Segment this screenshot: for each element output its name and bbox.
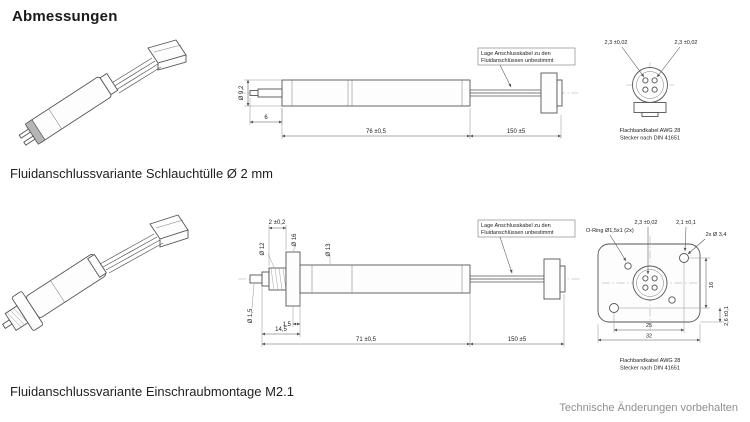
dim-nozzle-dia: Ø 1,5 bbox=[248, 308, 254, 323]
connector-note-line2: Stecker nach DIN 41651 bbox=[620, 366, 680, 372]
footer-note: Technische Änderungen vorbehalten bbox=[559, 402, 738, 414]
caption-schlauchtuelle: Fluidanschlussvariante Schlauchtülle Ø 2… bbox=[10, 166, 274, 181]
flange bbox=[285, 251, 301, 307]
dim-body-dia: Ø 9,2 bbox=[239, 85, 245, 100]
cable-annotation-line1: Lage Anschlusskabel zu den bbox=[481, 51, 551, 57]
ribbon-cable-iso bbox=[99, 233, 164, 274]
dim-thread-dia: Ø 12 bbox=[260, 242, 266, 256]
pin bbox=[651, 275, 658, 282]
dim-pin-pitch-right: 2,3 ±0,02 bbox=[675, 40, 698, 46]
pin bbox=[642, 77, 649, 84]
mounting-hole bbox=[609, 303, 619, 313]
dim-body-length: 71 ±0,5 bbox=[356, 337, 377, 343]
pin bbox=[651, 284, 658, 291]
oring-port bbox=[668, 296, 676, 304]
ribbon-cable-side bbox=[470, 89, 541, 97]
cylinder-iso bbox=[1, 253, 107, 331]
page-title: Abmessungen bbox=[12, 8, 118, 25]
ribbon-cable-side bbox=[470, 275, 544, 283]
connector-note-line1: Flachbandkabel AWG 28 bbox=[620, 128, 681, 134]
caption-einschraubmontage: Fluidanschlussvariante Einschraubmontage… bbox=[10, 384, 294, 399]
cable-annotation-box bbox=[477, 47, 576, 66]
dim-front-length: 14,5 bbox=[275, 327, 287, 333]
hose-nozzle bbox=[257, 88, 283, 98]
connector-note-line1: Flachbandkabel AWG 28 bbox=[620, 358, 681, 364]
dim-edge-distance: 2,6 ±0,1 bbox=[724, 306, 730, 326]
hole-label: 2x Ø 3,4 bbox=[706, 232, 727, 238]
drawing-einschraubmontage: 2 ±0,2 Ø 12 Ø 16 Ø 13 Ø 1,5 1,5 14,5 71 … bbox=[1, 214, 730, 372]
end-view-connector: 2,3 ±0,02 2,3 ±0,02 Flachbandkabel AWG 2… bbox=[605, 40, 698, 142]
iso-view-schlauchtuelle bbox=[18, 39, 187, 146]
mounting-hole bbox=[679, 253, 689, 263]
dim-nozzle-length: 6 bbox=[264, 115, 268, 121]
pin bbox=[642, 275, 649, 282]
pin bbox=[642, 284, 649, 291]
side-view-schlauchtuelle: Ø 9,2 6 76 ±0,5 150 ±5 Lage Anschlusskab… bbox=[238, 47, 578, 139]
cable-connector bbox=[543, 258, 561, 300]
connector-shroud bbox=[632, 265, 668, 301]
dim-body-dia: Ø 13 bbox=[326, 243, 332, 257]
dim-plate-width: 32 bbox=[646, 334, 652, 340]
nozzle bbox=[249, 274, 263, 284]
dim-cable-length: 150 ±5 bbox=[507, 129, 526, 135]
body-outline bbox=[281, 79, 471, 107]
dim-flange-dia: Ø 16 bbox=[292, 233, 298, 247]
dim-flange-thickness: 1,5 bbox=[283, 322, 292, 328]
dim-pin-pitch-left: 2,3 ±0,02 bbox=[605, 40, 628, 46]
dim-oring-groove: 2 ±0,2 bbox=[269, 220, 286, 226]
pin bbox=[651, 86, 658, 93]
body-outline bbox=[299, 264, 471, 294]
drawing-schlauchtuelle: Ø 9,2 6 76 ±0,5 150 ±5 Lage Anschlusskab… bbox=[18, 39, 698, 146]
cable-annotation-line2: Fluidanschlüssen unbestimmt bbox=[481, 58, 554, 64]
cylinder-iso bbox=[18, 72, 119, 146]
ribbon-cable-iso bbox=[109, 57, 162, 94]
cable-annotation-line2: Fluidanschlüssen unbestimmt bbox=[481, 230, 554, 236]
dim-pin-pitch: 2,3 ±0,02 bbox=[635, 220, 658, 226]
dim-hole-spacing-v: 16 bbox=[709, 282, 715, 288]
dim-pin-pitch-2: 2,1 ±0,1 bbox=[676, 220, 696, 226]
pin bbox=[642, 86, 649, 93]
iso-view-einschraub bbox=[1, 214, 189, 331]
side-view-einschraub: 2 ±0,2 Ø 12 Ø 16 Ø 13 Ø 1,5 1,5 14,5 71 … bbox=[238, 219, 582, 347]
dim-body-length: 76 ±0,5 bbox=[366, 129, 387, 135]
end-view-flange: O-Ring Ø1,5x1 (2x) 2,3 ±0,02 2,1 ±0,1 2x… bbox=[586, 220, 730, 372]
cable-annotation-box bbox=[477, 219, 576, 238]
cable-annotation-line1: Lage Anschlusskabel zu den bbox=[481, 223, 551, 229]
connector-note-line2: Stecker nach DIN 41651 bbox=[620, 136, 680, 142]
pin bbox=[651, 77, 658, 84]
oring-label: O-Ring Ø1,5x1 (2x) bbox=[586, 228, 634, 234]
dim-hole-spacing-h: 25 bbox=[646, 323, 652, 329]
cable-connector bbox=[540, 72, 558, 114]
oring-port bbox=[624, 262, 632, 270]
dim-cable-length: 150 ±5 bbox=[508, 337, 527, 343]
